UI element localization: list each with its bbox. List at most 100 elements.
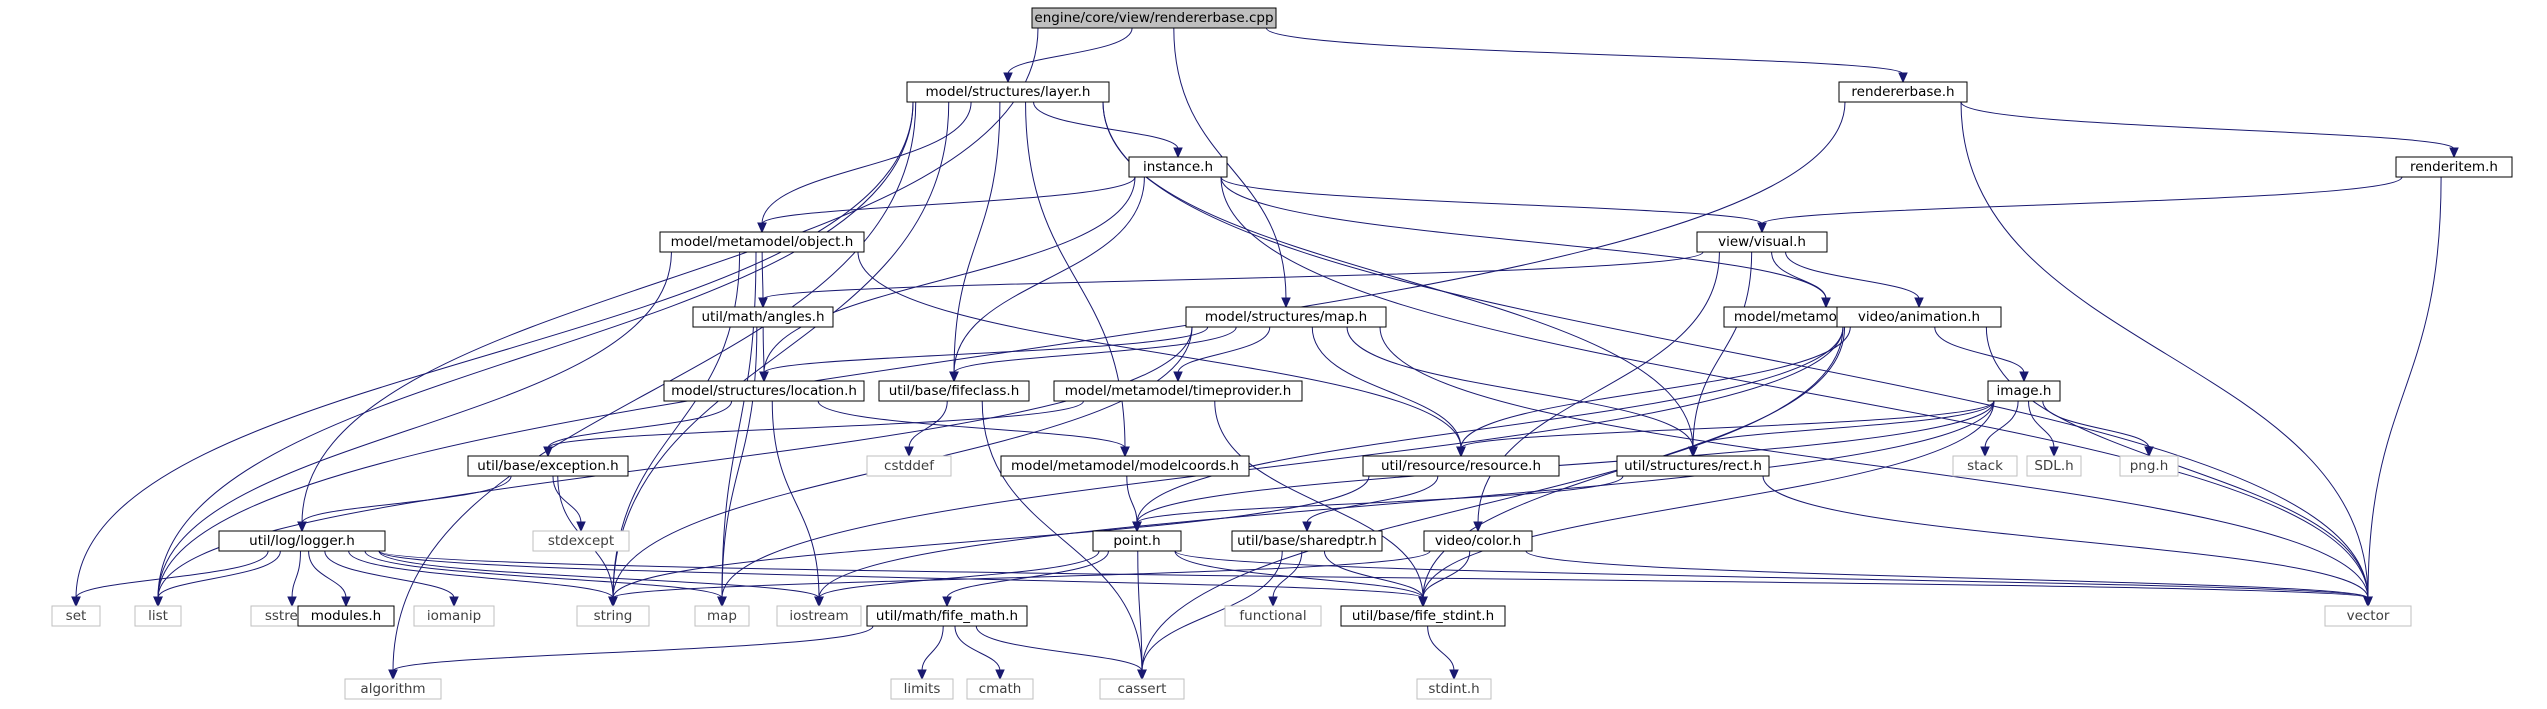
- node-logger[interactable]: util/log/logger.h: [218, 530, 386, 552]
- edge-root-to-rendererbase: [1265, 27, 1908, 84]
- node-resource[interactable]: util/resource/resource.h: [1362, 455, 1560, 477]
- edge-fifemath-to-cassert: [975, 625, 1147, 681]
- edge-image-to-resource: [1456, 400, 1995, 458]
- node-object[interactable]: model/metamodel/object.h: [659, 231, 865, 253]
- node-box: [218, 530, 386, 552]
- node-box: [344, 678, 442, 700]
- node-stack: stack: [1952, 455, 2018, 477]
- edge-angles-to-mapstd: [717, 326, 758, 608]
- node-fifemath[interactable]: util/math/fife_math.h: [866, 605, 1028, 627]
- edge-logger-to-set: [71, 550, 269, 608]
- node-modelcoords[interactable]: model/metamodel/modelcoords.h: [1000, 455, 1250, 477]
- node-rect[interactable]: util/structures/rect.h: [1616, 455, 1770, 477]
- node-timeprovider[interactable]: model/metamodel/timeprovider.h: [1053, 380, 1303, 402]
- node-angles[interactable]: util/math/angles.h: [692, 306, 834, 328]
- node-box: [467, 455, 629, 477]
- node-location[interactable]: model/structures/location.h: [663, 380, 865, 402]
- node-box: [1099, 678, 1185, 700]
- node-label: util/base/fifeclass.h: [889, 383, 1020, 399]
- node-label: point.h: [1113, 533, 1160, 549]
- node-box: [659, 231, 865, 253]
- edge-instance-to-fifeclass: [949, 176, 1145, 383]
- edge-instance-to-object: [757, 176, 1136, 234]
- edge-logger-to-string: [348, 550, 618, 608]
- node-box: [1128, 156, 1228, 178]
- node-animation[interactable]: video/animation.h: [1836, 306, 2002, 328]
- node-label: stdint.h: [1428, 681, 1479, 697]
- node-cstddef: cstddef: [866, 455, 952, 477]
- node-label: functional: [1239, 608, 1306, 624]
- node-box: [1340, 605, 1506, 627]
- node-cassert: cassert: [1099, 678, 1185, 700]
- node-box: [776, 605, 862, 627]
- node-box: [692, 306, 834, 328]
- node-label: cstddef: [884, 458, 935, 474]
- node-box: [576, 605, 650, 627]
- node-label: video/animation.h: [1858, 309, 1980, 325]
- node-point[interactable]: point.h: [1092, 530, 1182, 552]
- node-sharedptr[interactable]: util/base/sharedptr.h: [1231, 530, 1383, 552]
- edge-color-to-fifestdint: [1418, 550, 1471, 608]
- edge-layer-to-list: [153, 101, 914, 608]
- node-renderitem[interactable]: renderitem.h: [2395, 156, 2513, 178]
- node-label: util/log/logger.h: [249, 533, 355, 549]
- node-root[interactable]: engine/core/view/rendererbase.cpp: [1031, 7, 1277, 29]
- node-label: string: [594, 608, 633, 624]
- node-label: stack: [1967, 458, 2003, 474]
- edge-image-to-sdl: [2028, 400, 2059, 458]
- edge-fifeclass-to-cstddef: [904, 400, 948, 458]
- node-fifestdint[interactable]: util/base/fife_stdint.h: [1340, 605, 1506, 627]
- edge-fifestdint-to-stdint: [1427, 625, 1459, 681]
- node-map[interactable]: model/structures/map.h: [1185, 306, 1387, 328]
- edge-visual-to-ivisual: [1771, 251, 1831, 309]
- node-fifeclass[interactable]: util/base/fifeclass.h: [878, 380, 1030, 402]
- node-box: [1000, 455, 1250, 477]
- node-rendererbase[interactable]: rendererbase.h: [1838, 81, 1968, 103]
- node-cmath: cmath: [966, 678, 1034, 700]
- edge-renderitem-to-vector: [2363, 176, 2442, 608]
- edge-layer-to-fifeclass: [949, 101, 1001, 383]
- node-visual[interactable]: view/visual.h: [1696, 231, 1828, 253]
- edge-instance-to-visual: [1220, 176, 1767, 234]
- node-label: util/math/fife_math.h: [876, 608, 1018, 624]
- edge-logger-to-list: [153, 550, 281, 608]
- edge-sharedptr-to-functional: [1268, 550, 1303, 608]
- node-color[interactable]: video/color.h: [1423, 530, 1533, 552]
- edge-layer-to-vector: [1102, 101, 2373, 608]
- edge-layer-to-object: [757, 101, 972, 234]
- node-exception[interactable]: util/base/exception.h: [467, 455, 629, 477]
- edge-point-to-cassert: [1137, 550, 1147, 681]
- node-image[interactable]: image.h: [1987, 380, 2061, 402]
- node-label: util/resource/resource.h: [1381, 458, 1541, 474]
- node-label: cassert: [1118, 681, 1167, 697]
- node-layer[interactable]: model/structures/layer.h: [906, 81, 1110, 103]
- edge-logger-to-modules: [308, 550, 351, 608]
- edge-rect-to-point: [1132, 475, 1624, 533]
- node-box: [966, 678, 1034, 700]
- node-label: vector: [2347, 608, 2390, 624]
- node-label: iostream: [789, 608, 848, 624]
- node-functional: functional: [1224, 605, 1322, 627]
- edge-root-to-map: [1173, 27, 1291, 309]
- node-label: model/structures/map.h: [1205, 309, 1367, 325]
- edge-layer-to-modelcoords: [1025, 101, 1130, 458]
- edge-logger-to-iomanip: [324, 550, 459, 608]
- node-instance[interactable]: instance.h: [1128, 156, 1228, 178]
- edge-point-to-iostream: [814, 550, 1100, 608]
- node-box: [1053, 380, 1303, 402]
- edges-layer: [71, 27, 2459, 681]
- node-png: png.h: [2119, 455, 2179, 477]
- edge-map-to-timeprovider: [1173, 326, 1271, 383]
- edge-exception-to-stdexcept: [552, 475, 586, 533]
- edge-layer-to-rect: [1102, 101, 1698, 458]
- node-label: set: [66, 608, 87, 624]
- edge-point-to-vector: [1174, 550, 2373, 608]
- node-label: list: [148, 608, 168, 624]
- node-box: [134, 605, 182, 627]
- edge-sharedptr-to-fifestdint: [1323, 550, 1428, 608]
- node-label: instance.h: [1143, 159, 1213, 175]
- node-label: renderitem.h: [2410, 159, 2498, 175]
- node-modules[interactable]: modules.h: [297, 605, 395, 627]
- edge-visual-to-animation: [1785, 251, 1924, 309]
- node-box: [51, 605, 101, 627]
